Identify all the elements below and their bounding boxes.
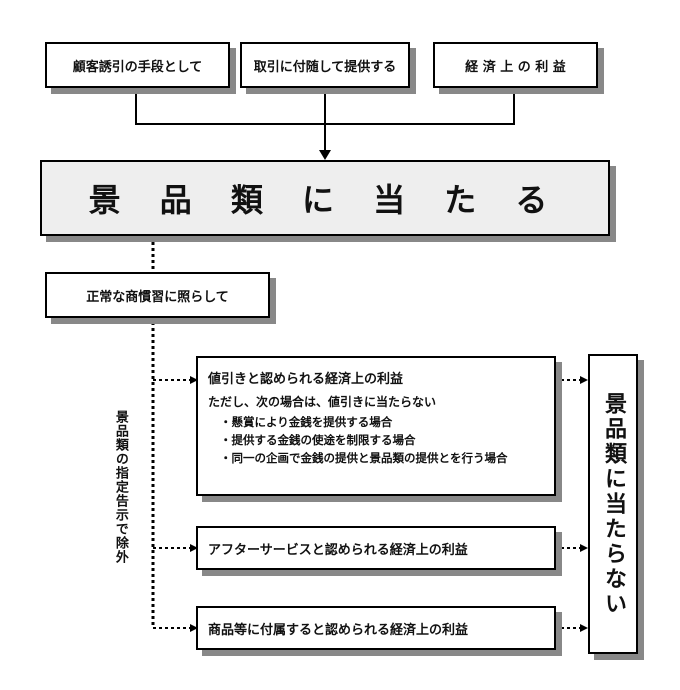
item-title: アフターサービスと認められる経済上の利益: [208, 542, 468, 558]
list-item: ・提供する金銭の使途を制限する場合: [220, 433, 416, 447]
condition-label: 取引に付随して提供する: [253, 59, 397, 75]
normal-practice-label: 正常な商慣習に照らして: [86, 289, 229, 305]
list-item: ・懸賞により金銭を提供する場合: [220, 415, 393, 429]
item-title: 値引きと認められる経済上の利益: [208, 372, 404, 387]
exception-list: ・懸賞により金銭を提供する場合 ・提供する金銭の使途を制限する場合 ・同一の企画…: [208, 414, 544, 466]
result-label: 景品類に当たらない: [601, 391, 626, 617]
item-title: 商品等に付属すると認められる経済上の利益: [208, 622, 469, 638]
condition-box-1: 顧客誘引の手段として: [45, 42, 230, 88]
item-box-discount: 値引きと認められる経済上の利益 ただし、次の場合は、値引きに当たらない ・懸賞に…: [196, 356, 556, 496]
result-box: 景品類に当たらない: [588, 354, 638, 654]
item-box-accessory: 商品等に付属すると認められる経済上の利益: [196, 606, 556, 650]
item-box-after-service: アフターサービスと認められる経済上の利益: [196, 526, 556, 570]
item-note: ただし、次の場合は、値引きに当たらない: [208, 395, 437, 409]
main-title-box: 景 品 類 に 当 た る: [40, 160, 610, 236]
condition-label: 顧客誘引の手段として: [72, 59, 203, 75]
condition-box-2: 取引に付随して提供する: [240, 42, 410, 88]
list-item: ・同一の企画で金銭の提供と景品類の提供とを行う場合: [220, 451, 508, 465]
exclusion-note: 景品類の指定告示で除外: [112, 410, 128, 564]
condition-label: 経 済 上 の 利 益: [465, 59, 566, 75]
condition-box-3: 経 済 上 の 利 益: [433, 42, 598, 88]
main-title: 景 品 類 に 当 た る: [88, 181, 562, 219]
normal-practice-box: 正常な商慣習に照らして: [45, 272, 270, 318]
